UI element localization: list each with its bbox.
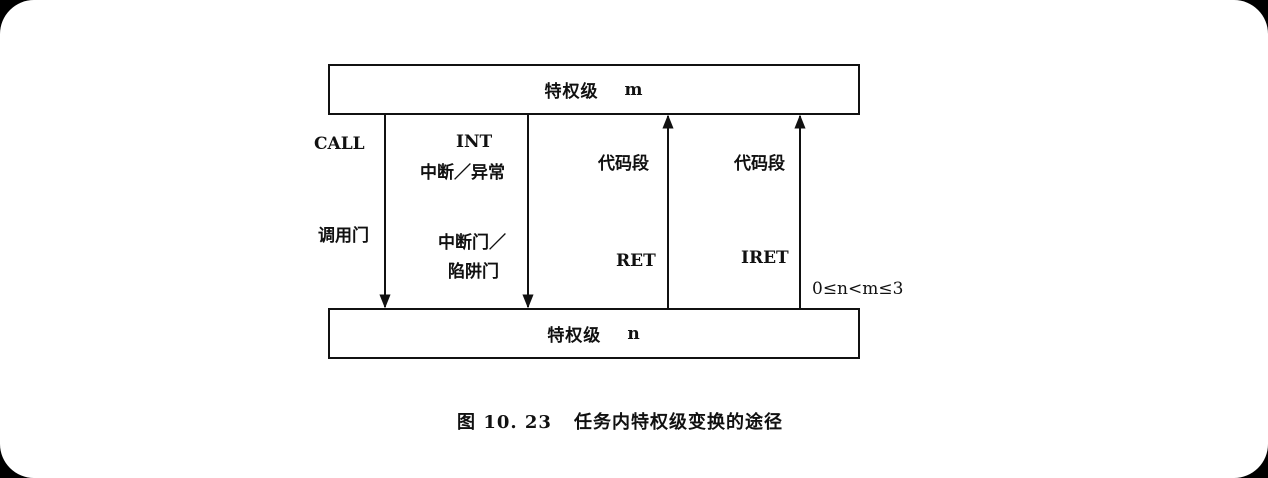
bottom-box-var: n xyxy=(627,323,641,344)
call-gate-label: 调用门 xyxy=(318,226,369,246)
interrupt-exception-label: 中断／异常 xyxy=(420,163,505,183)
top-box-label: 特权级 xyxy=(544,82,599,102)
ret-code-segment-label: 代码段 xyxy=(598,154,649,174)
privilege-condition: 0≤n<m≤3 xyxy=(812,279,904,299)
iret-code-segment-label: 代码段 xyxy=(734,154,785,174)
privilege-level-n-box: 特权级 n xyxy=(328,308,860,359)
bottom-box-label: 特权级 xyxy=(547,326,602,346)
top-box-var: m xyxy=(624,79,644,100)
interrupt-gate-label: 中断门／ xyxy=(438,233,506,253)
figure-caption: 图 10. 23 任务内特权级变换的途径 xyxy=(0,408,1240,434)
call-label: CALL xyxy=(314,134,365,154)
trap-gate-label: 陷阱门 xyxy=(448,262,499,282)
ret-label: RET xyxy=(616,251,656,271)
int-label: INT xyxy=(456,132,493,152)
iret-label: IRET xyxy=(741,248,789,268)
privilege-level-m-box: 特权级 m xyxy=(328,64,860,115)
figure-title: 任务内特权级变换的途径 xyxy=(573,412,783,433)
figure-number: 图 10. 23 xyxy=(457,412,552,433)
